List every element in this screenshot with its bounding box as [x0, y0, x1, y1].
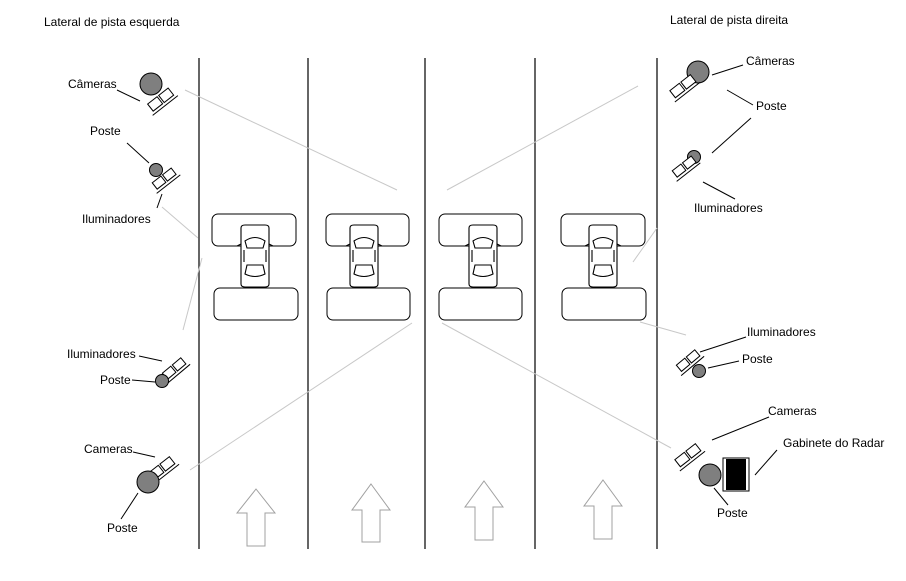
left-side-title: Lateral de pista esquerda [44, 15, 180, 29]
label-radar-cabinet: Gabinete do Radar [783, 436, 884, 450]
labels: Lateral de pista esquerda Lateral de pis… [44, 13, 884, 535]
arrow-up-icon [351, 483, 391, 543]
car-icon [464, 224, 502, 288]
lane-lines [198, 58, 658, 549]
leader-line [711, 416, 770, 441]
label-left-bottom-poste: Poste [100, 373, 131, 387]
leader-line [156, 193, 163, 209]
camera-icon [669, 73, 701, 103]
beam-line [184, 89, 398, 191]
beam-line [639, 321, 687, 336]
pole-icon [698, 463, 722, 487]
label-right-iluminadores: Iluminadores [694, 201, 763, 215]
pole-icon [149, 163, 163, 177]
capture-zone-rear [213, 287, 299, 321]
leader-lines [116, 64, 778, 520]
leader-line [711, 117, 752, 154]
vehicle-lane-4 [560, 213, 647, 321]
radar-cabinet-fill [726, 459, 746, 490]
right-side-title: Lateral de pista direita [670, 13, 788, 27]
label-left-bottom-cameras: Cameras [84, 442, 133, 456]
beam-line [632, 227, 658, 263]
illuminator-icon [671, 155, 701, 182]
pole-icon [155, 374, 169, 388]
leader-line [754, 449, 778, 476]
vehicle-lane-3 [438, 213, 523, 321]
car-icon [345, 224, 383, 288]
illuminator-icon [151, 167, 181, 194]
capture-zone-rear [326, 287, 411, 321]
pole-icon [692, 364, 706, 378]
camera-icon [674, 442, 706, 472]
beam-line [161, 206, 199, 239]
pole-icon [136, 470, 160, 494]
capture-zone-rear [438, 287, 523, 321]
leader-line [707, 360, 740, 369]
capture-zone-rear [561, 287, 647, 321]
arrow-up-icon [583, 479, 623, 540]
equipment-left-bottom [136, 357, 191, 494]
label-left-poste: Poste [90, 124, 121, 138]
arrow-up-icon [464, 480, 504, 541]
equipment-left-top [139, 72, 181, 194]
leader-line [116, 89, 141, 102]
car-icon [236, 224, 274, 288]
leader-line [138, 355, 163, 362]
direction-arrows [235, 479, 623, 547]
leader-line [126, 142, 150, 164]
beam-line [189, 322, 413, 471]
beam-line [446, 85, 639, 191]
label-right-bottom-iluminadores: Iluminadores [747, 325, 816, 339]
equipment-right-top [669, 60, 710, 182]
vehicle-lane-1 [211, 213, 299, 321]
vehicle-lane-2 [325, 213, 411, 321]
leader-line [726, 89, 754, 106]
camera-icon [146, 87, 179, 116]
label-left-bottom-iluminadores: Iluminadores [67, 347, 136, 361]
leader-line [132, 451, 156, 458]
beam-line [182, 257, 203, 331]
leader-line [713, 487, 729, 506]
label-left-iluminadores: Iluminadores [82, 212, 151, 226]
equipment-right-bottom [674, 349, 750, 492]
label-right-poste: Poste [756, 99, 787, 113]
camera-beams [161, 85, 687, 471]
label-right-cameras: Câmeras [746, 54, 795, 68]
label-left-bottom-poste-lower: Poste [107, 521, 138, 535]
label-right-bottom-poste-lower: Poste [717, 506, 748, 520]
pole-icon [139, 72, 163, 96]
illuminator-icon [675, 349, 705, 376]
leader-line [120, 492, 139, 520]
leader-line [711, 64, 744, 76]
label-left-cameras: Câmeras [68, 77, 117, 91]
leader-line [131, 379, 156, 383]
car-icon [584, 224, 622, 288]
arrow-up-icon [235, 488, 277, 547]
leader-line [699, 336, 747, 353]
leader-line [702, 181, 736, 200]
beam-line [441, 322, 672, 449]
label-right-bottom-cameras: Cameras [768, 404, 817, 418]
label-right-bottom-poste: Poste [742, 352, 773, 366]
